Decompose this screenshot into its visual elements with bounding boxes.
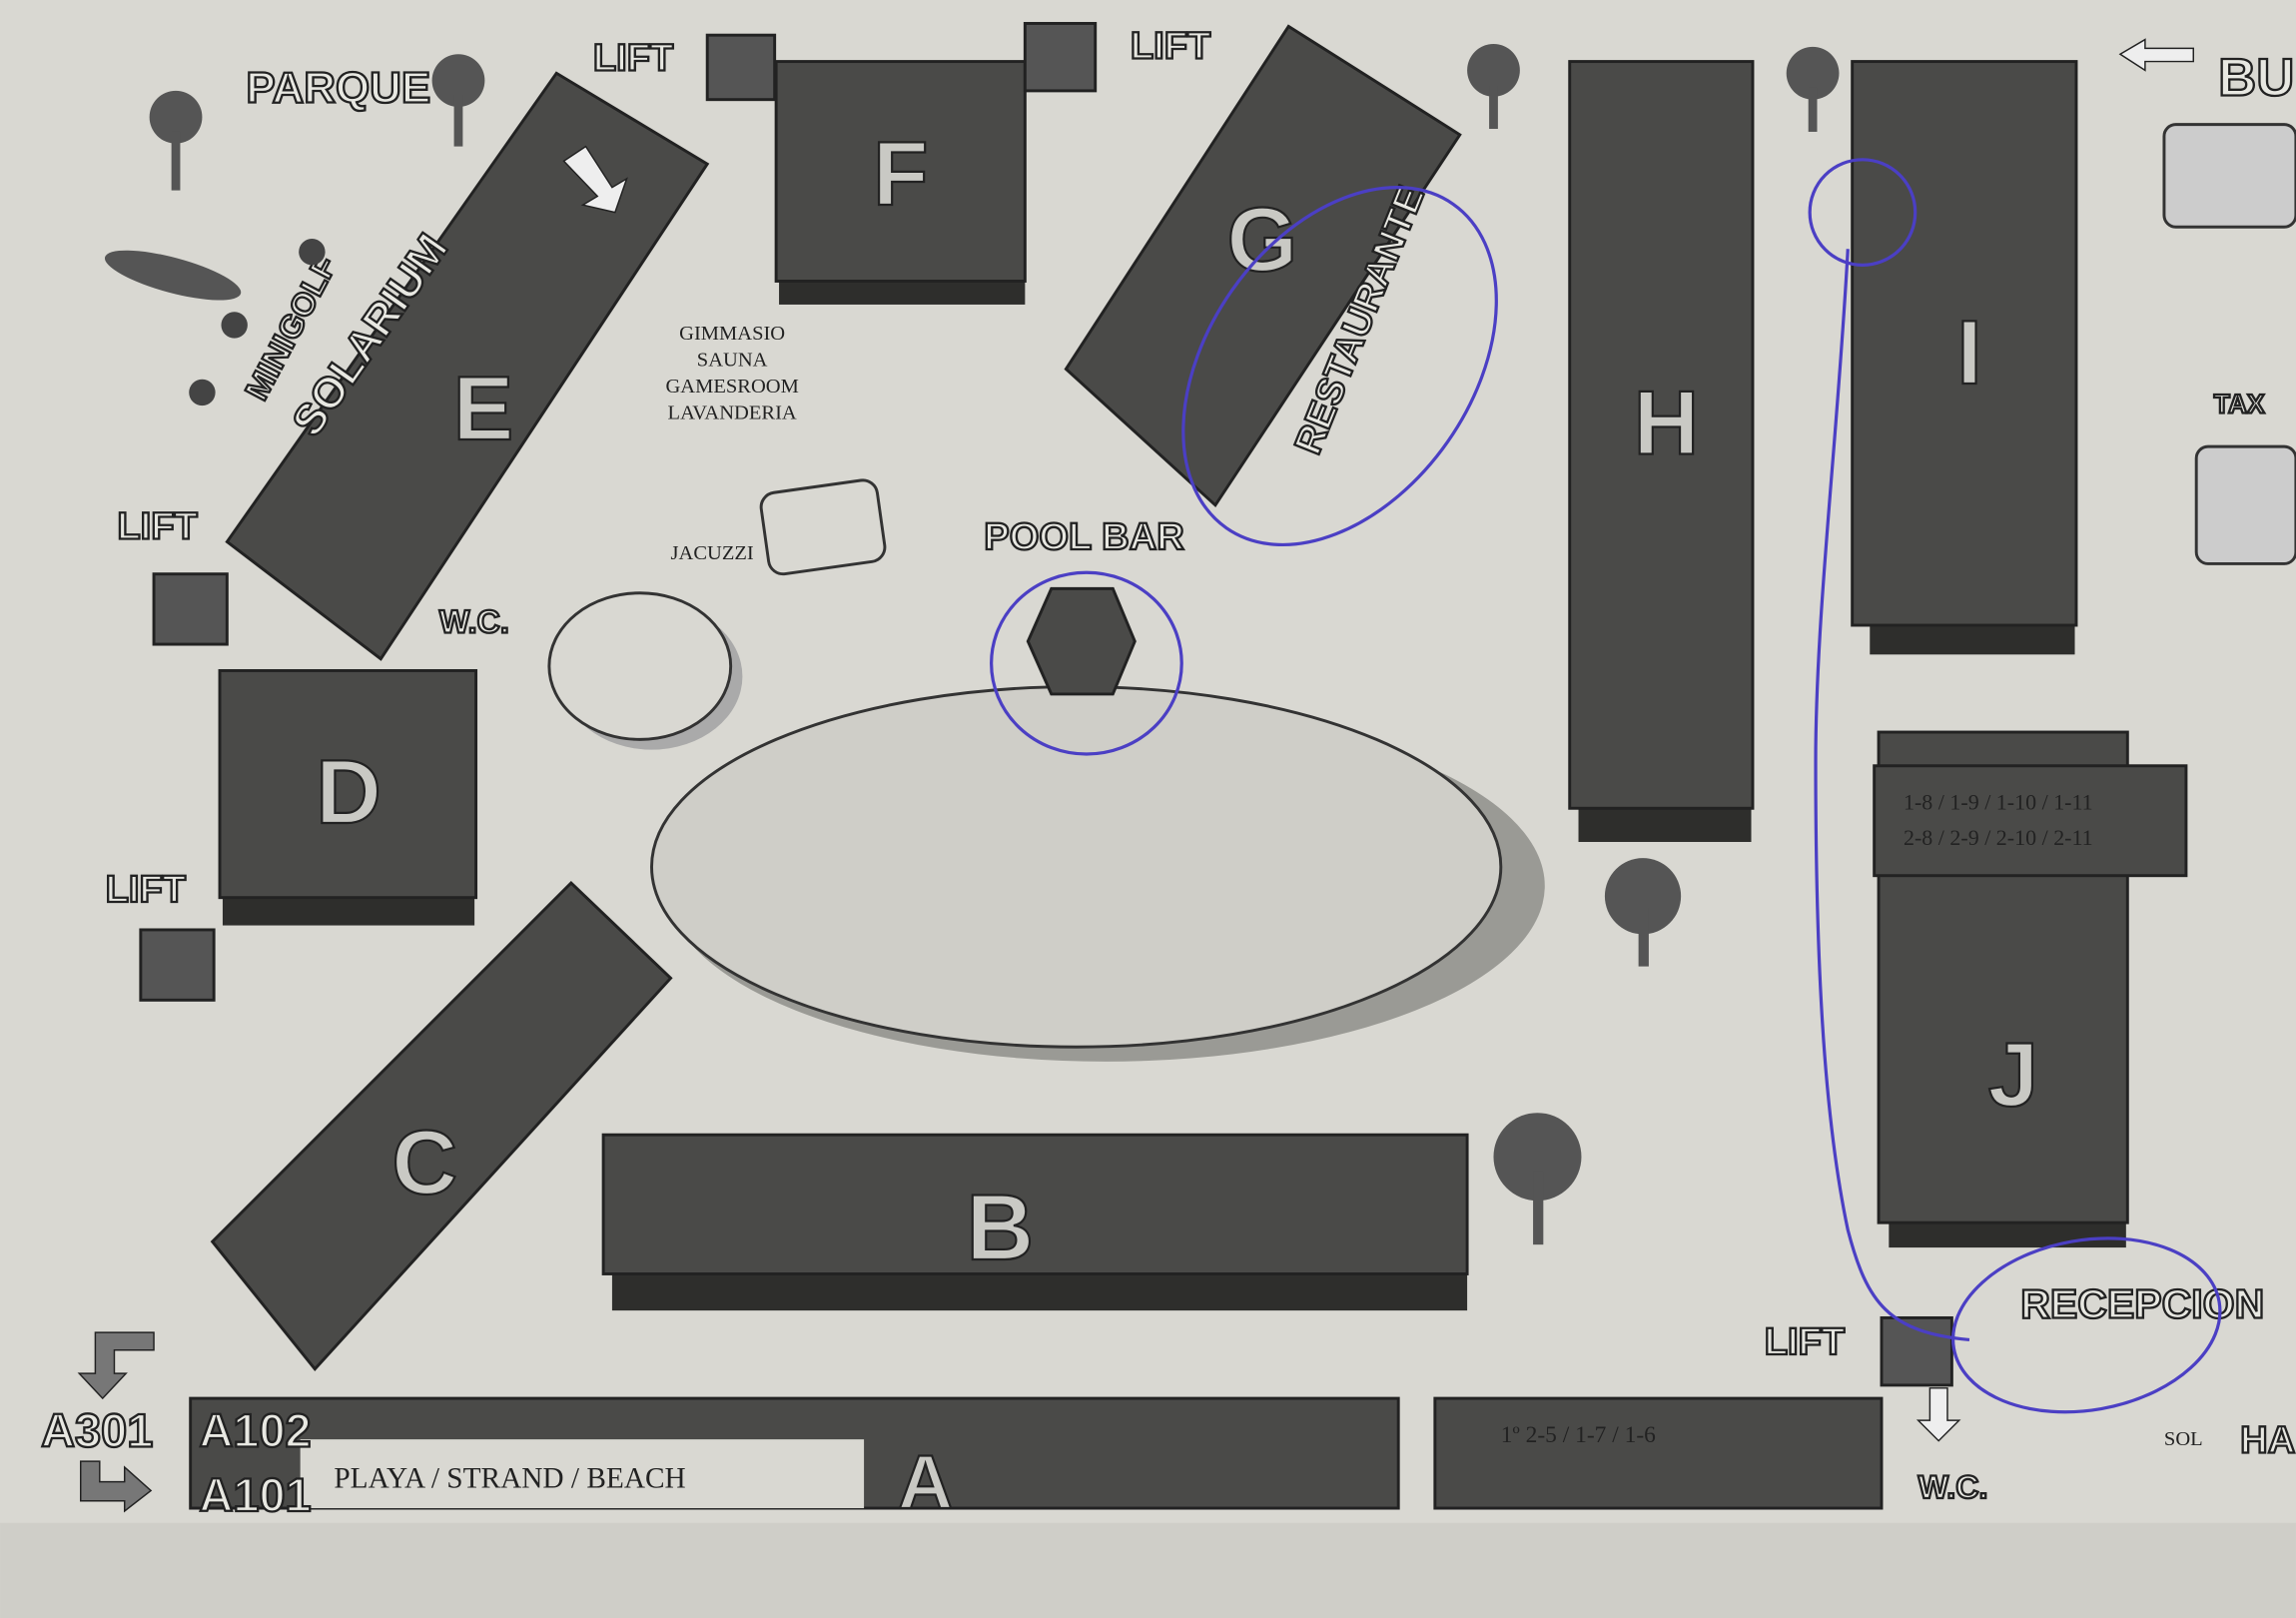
golf-ball-icon [299, 238, 326, 266]
tree-icon [431, 54, 485, 147]
pen-circle-block-i [1808, 158, 1917, 267]
room-numbers-a-right: 1º 2-5 / 1-7 / 1-6 [1501, 1422, 1656, 1448]
tree-icon [1604, 858, 1682, 967]
golf-ball-icon [189, 379, 216, 406]
arrow-icon [562, 145, 628, 214]
pen-circle-recepcion [1950, 1236, 2222, 1414]
swimming-pool [650, 685, 1503, 1049]
arrow-down-left-icon [77, 1331, 155, 1400]
facility-sauna: SAUNA [697, 350, 768, 372]
sol-label: SOL [2164, 1428, 2203, 1450]
arrow-left-icon [2118, 38, 2195, 72]
taxi-icon [2194, 444, 2296, 565]
taxi-label: TAX [2214, 389, 2265, 418]
tree-icon [149, 90, 203, 191]
block-h[interactable]: H [1568, 60, 1755, 842]
lift-reception: LIFT [1764, 1315, 1961, 1442]
jacuzzi [759, 478, 887, 576]
block-c[interactable]: C [210, 880, 673, 1372]
facility-gamesroom: GAMESROOM [665, 376, 798, 398]
block-b-label: B [967, 1175, 1035, 1279]
tree-icon [1493, 1113, 1582, 1245]
pool-bar-hexagon[interactable] [1026, 586, 1137, 696]
pen-route-line [1814, 249, 1970, 1342]
golf-ball-icon [221, 312, 248, 339]
block-e-label: E [453, 359, 514, 459]
lift-label: LIFT [593, 37, 673, 79]
tree-icon [1786, 46, 1840, 132]
lift-icon [1023, 21, 1098, 93]
lift-top-right: LIFT [1023, 21, 1212, 93]
block-g-label: G [1227, 190, 1298, 291]
block-f-label: F [873, 124, 929, 225]
block-a[interactable]: A [189, 1396, 1884, 1526]
room-a301: A301 [41, 1404, 153, 1456]
recepcion-label[interactable]: RECEPCION [2019, 1279, 2265, 1327]
arrow-down-icon [1915, 1387, 1961, 1442]
bus-icon [2162, 123, 2296, 229]
wc-label-2: W.C. [1918, 1469, 1988, 1505]
bus-label: BU [2218, 48, 2294, 107]
room-numbers-row-2: 2-8 / 2-9 / 2-10 / 2-11 [1904, 825, 2093, 850]
pen-circle-restaurante [1181, 185, 1498, 547]
minigolf-green-icon [104, 250, 242, 301]
lift-icon [139, 928, 216, 1002]
block-i-label: I [1956, 303, 1981, 404]
block-j[interactable]: 1-8 / 1-9 / 1-10 / 1-11 2-8 / 2-9 / 2-10… [1873, 730, 2188, 1248]
pool-bar-label: POOL BAR [984, 516, 1183, 558]
facility-gym: GIMMASIO [679, 323, 785, 345]
block-f[interactable]: F [774, 60, 1027, 305]
block-d-label: D [316, 742, 382, 843]
beach-label: PLAYA / STRAND / BEACH [334, 1463, 685, 1495]
block-b[interactable]: B [601, 1133, 1469, 1311]
room-numbers-row-1: 1-8 / 1-9 / 1-10 / 1-11 [1904, 790, 2093, 815]
room-a102: A102 [199, 1404, 311, 1456]
block-c-label: C [391, 1113, 457, 1214]
pen-circle-pool-bar [990, 570, 1183, 756]
lift-label: LIFT [106, 869, 186, 911]
block-a-label: A [898, 1440, 953, 1525]
tree-icon [1467, 43, 1520, 130]
hall-label: HAL [2240, 1419, 2296, 1461]
lift-label: LIFT [1131, 26, 1210, 68]
wc-label: W.C. [439, 603, 509, 639]
lift-icon [152, 572, 229, 646]
block-d[interactable]: D [218, 668, 478, 926]
jacuzzi-label: JACUZZI [671, 542, 754, 564]
lift-left-d: LIFT [104, 868, 216, 1002]
paper-bottom [0, 1522, 2296, 1618]
lift-label: LIFT [117, 506, 197, 548]
facility-laundry: LAVANDERIA [668, 402, 797, 423]
arrow-right-icon [80, 1460, 153, 1513]
block-i[interactable]: I [1851, 60, 2078, 655]
lift-top-left: LIFT [592, 33, 777, 102]
pen-annotations [990, 158, 2222, 1414]
lift-label: LIFT [1765, 1321, 1845, 1363]
lift-left-e: LIFT [116, 504, 229, 646]
block-j-label: J [1988, 1025, 2039, 1126]
jacuzzi-pool [547, 591, 733, 741]
lift-icon [705, 33, 777, 102]
block-h-label: H [1634, 373, 1700, 473]
room-a101: A101 [199, 1469, 311, 1521]
parque-label: PARQUE [246, 64, 430, 113]
